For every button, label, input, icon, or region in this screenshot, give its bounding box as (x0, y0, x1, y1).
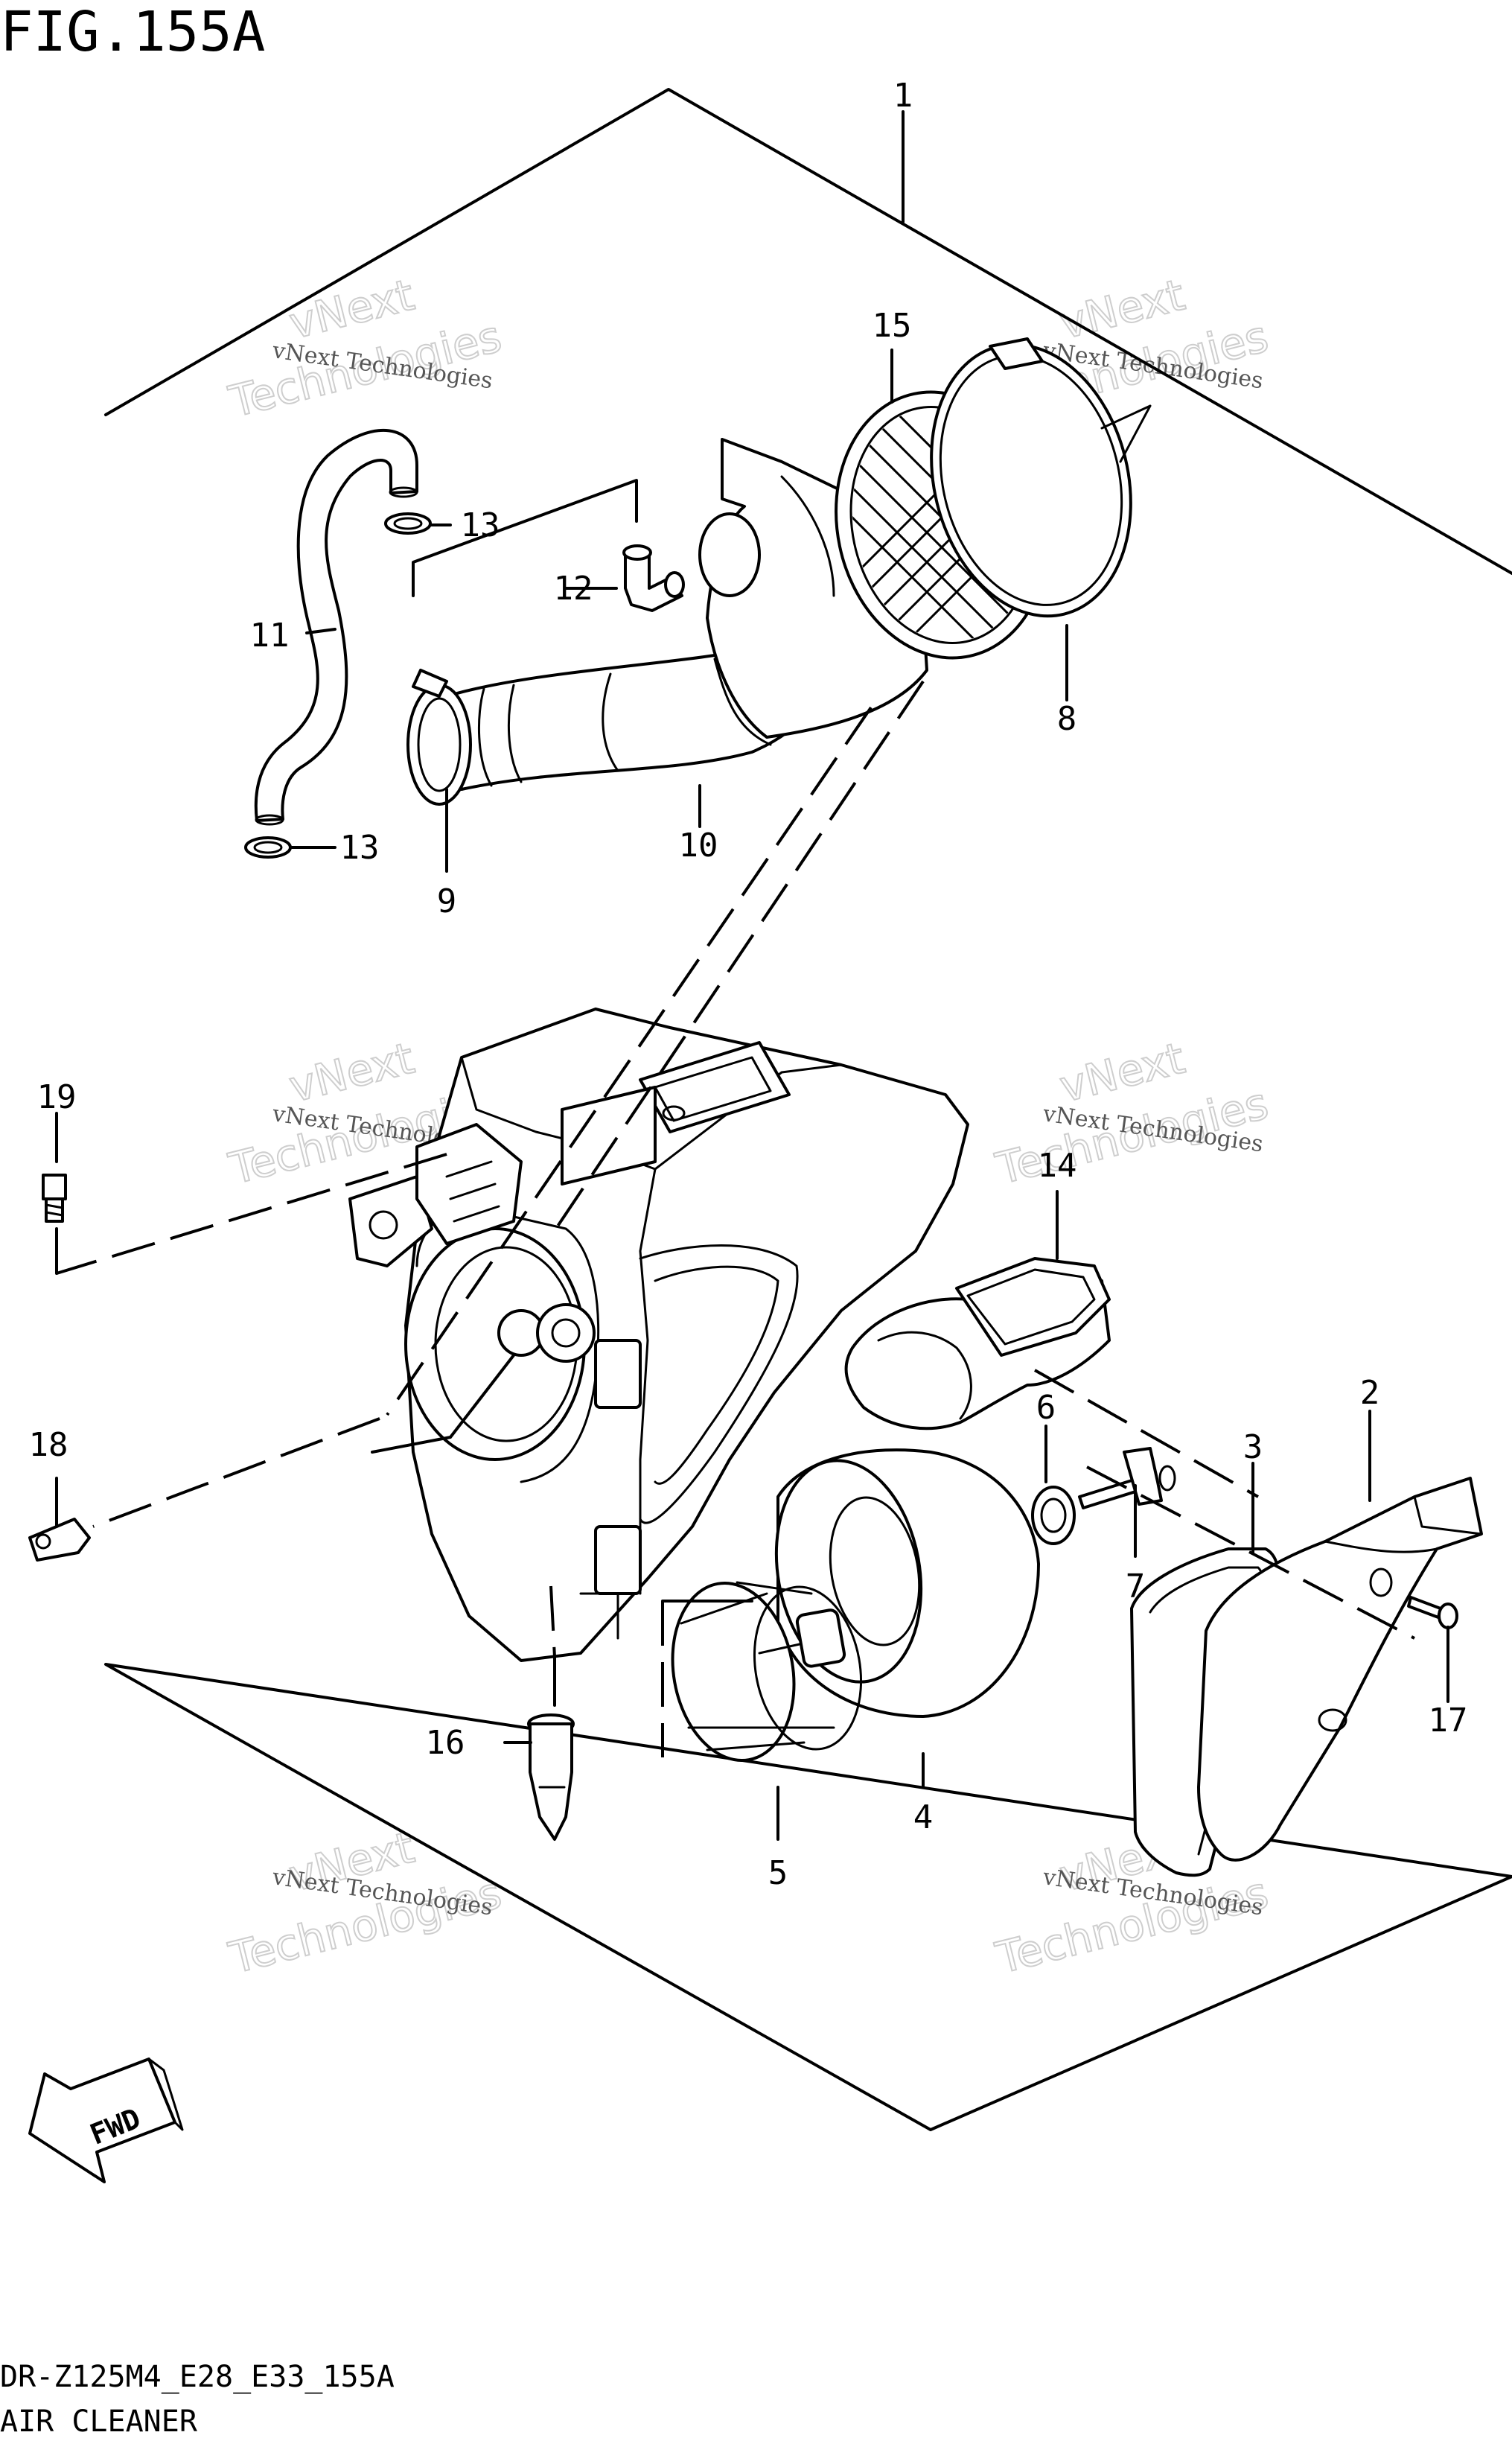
watermark-top-left: vNext Technologies vNext Technologies (223, 269, 507, 428)
mounting-clip (28, 1518, 91, 1562)
hose-clamp-lower (244, 836, 292, 859)
foam-filter-element (774, 1448, 1040, 1718)
callout-labels: 1 2 3 4 5 6 7 8 9 10 11 12 13 13 14 15 1… (29, 77, 1468, 1892)
model-code: DR-Z125M4_E28_E33_155A (0, 2360, 395, 2394)
watermark-bottom-left: vNext Technologies vNext Technologies (223, 1821, 507, 1985)
callout-18: 18 (29, 1426, 68, 1464)
filter-cage (671, 1581, 863, 1762)
drain-plug (527, 1713, 575, 1841)
callout-4: 4 (913, 1798, 934, 1836)
air-cleaner-box (348, 1008, 969, 1662)
air-cleaner-cover (1197, 1477, 1483, 1862)
callout-9: 9 (437, 882, 457, 920)
callout-16: 16 (426, 1724, 465, 1762)
fwd-arrow-icon: FWD (28, 2057, 184, 2183)
callout-17: 17 (1429, 1702, 1468, 1740)
callout-2: 2 (1360, 1374, 1380, 1412)
leader-lines (55, 110, 1449, 1841)
callout-8: 8 (1057, 700, 1077, 738)
callout-13-lower: 13 (340, 829, 380, 867)
watermark-mid-right: vNext Technologies vNext Technologies (990, 1032, 1274, 1195)
callout-5: 5 (768, 1854, 788, 1892)
crankcase-breather-hose (254, 428, 418, 826)
dashed-relation-lines (56, 680, 1415, 1757)
callout-1: 1 (893, 77, 913, 115)
tube-clamp (406, 669, 472, 806)
section-name: AIR CLEANER (0, 2405, 198, 2439)
assembly-boundary (104, 88, 1512, 2131)
callout-19: 19 (37, 1078, 77, 1116)
cover-screw (1407, 1596, 1458, 1629)
callout-3: 3 (1243, 1428, 1263, 1466)
callout-11: 11 (250, 617, 290, 655)
callout-10: 10 (679, 827, 718, 865)
grommet (1031, 1486, 1076, 1545)
filter-band-clamp (930, 337, 1152, 618)
intake-boot (844, 1257, 1111, 1430)
figure-title: FIG.155A (0, 0, 265, 64)
breather-fitting (622, 544, 685, 612)
callout-12: 12 (554, 570, 593, 608)
hose-clamp-upper (384, 512, 432, 535)
wing-bolt (1078, 1447, 1176, 1509)
callout-15: 15 (873, 307, 912, 345)
callout-14: 14 (1038, 1147, 1077, 1185)
callout-13-upper: 13 (461, 506, 500, 544)
svg-text:vNext: vNext (284, 1033, 419, 1113)
mounting-bolt (42, 1174, 67, 1223)
callout-7: 7 (1126, 1568, 1146, 1605)
callout-6: 6 (1036, 1389, 1056, 1427)
